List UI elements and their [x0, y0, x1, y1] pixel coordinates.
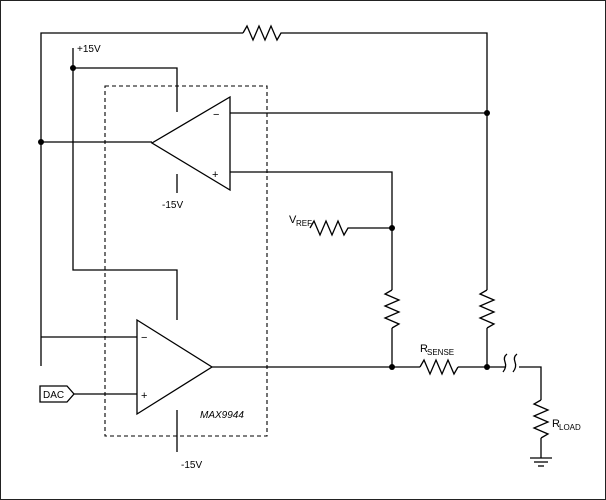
junction-pos-supply — [70, 65, 76, 71]
wire-pos-supply-bottom — [72, 48, 178, 320]
label-vref-main: V — [289, 214, 297, 226]
break-mark-left — [502, 353, 508, 373]
top-opamp-plus-sign: + — [212, 169, 218, 181]
label-neg-supply-top: -15V — [162, 200, 183, 211]
junction-right-minus — [484, 110, 490, 116]
chip-boundary — [104, 85, 268, 437]
top-opamp — [150, 95, 231, 192]
resistor-top-feedback — [242, 24, 285, 42]
resistor-left-divider — [383, 289, 401, 329]
resistor-rsense — [419, 358, 459, 376]
label-rsense-sub: SENSE — [427, 348, 454, 357]
wire-top-left — [40, 32, 243, 366]
wire-pos-supply-top — [73, 67, 178, 112]
break-mark-right — [512, 353, 518, 373]
label-rload-sub: LOAD — [559, 423, 581, 432]
dac-input-tag — [39, 385, 75, 403]
label-rload-main: R — [552, 418, 560, 430]
label-chip: MAX9944 — [200, 410, 244, 421]
junction-left-output — [38, 139, 44, 145]
label-vref-sub: REF — [296, 219, 312, 228]
label-pos-supply: +15V — [77, 44, 101, 55]
bottom-opamp-plus-sign: + — [141, 390, 147, 402]
resistor-right-divider — [478, 289, 496, 329]
wire-top-amp-plus — [230, 171, 393, 290]
wire-to-load — [519, 366, 542, 400]
resistor-rload — [532, 399, 550, 439]
resistor-vref — [309, 219, 350, 237]
top-opamp-minus-sign: − — [213, 109, 219, 121]
wire-top-right — [285, 32, 488, 290]
bottom-opamp-minus-sign: − — [141, 332, 147, 344]
junction-vref — [389, 225, 395, 231]
label-dac: DAC — [43, 390, 64, 401]
bottom-opamp — [136, 318, 214, 416]
label-rsense-main: R — [420, 343, 428, 355]
junction-output-right — [484, 364, 490, 370]
label-neg-supply-bottom: -15V — [181, 460, 202, 471]
junction-output-left — [389, 364, 395, 370]
